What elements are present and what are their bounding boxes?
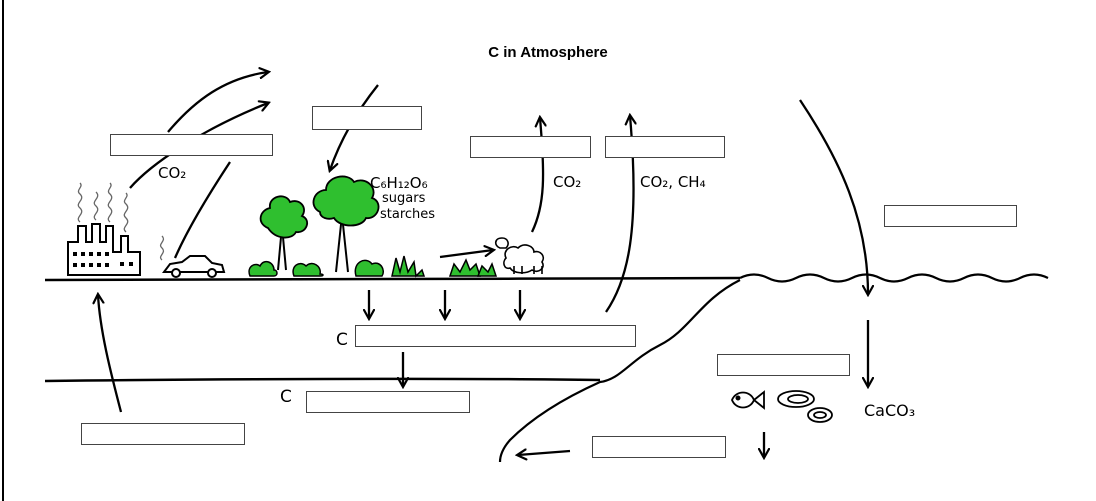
car-icon: [162, 255, 226, 278]
car-emission-arrow: [173, 161, 231, 259]
answer-box-2[interactable]: [312, 106, 422, 130]
factory-emission-arrow: [167, 72, 268, 133]
co2-ch4-label: CO₂, CH₄: [640, 173, 706, 191]
co2-industry-label: CO₂: [158, 164, 186, 182]
glucose-label: C₆H₁₂O₆: [370, 174, 428, 192]
answer-box-4[interactable]: [605, 136, 725, 158]
answer-box-10[interactable]: [592, 436, 726, 458]
shrubs-icon: [248, 255, 498, 278]
starches-label: starches: [380, 207, 435, 222]
ocean-absorption-arrow: [799, 99, 868, 294]
extraction-arrow: [98, 295, 123, 413]
tree-icon-large: [312, 175, 380, 273]
fish-icon: [731, 390, 765, 410]
caco3-label: CaCO₃: [864, 401, 915, 420]
rock-layer-line: [44, 377, 601, 383]
soil-carbon-label: C: [336, 330, 348, 350]
respiration-arrow: [530, 118, 543, 233]
consumption-arrow: [439, 250, 493, 259]
factory-icon: [67, 182, 165, 276]
coastline: [498, 279, 741, 463]
answer-box-6[interactable]: [355, 325, 636, 347]
answer-box-7[interactable]: [717, 354, 850, 376]
shell-icon: [777, 390, 833, 423]
ocean-sediment-arrow: [518, 451, 571, 455]
answer-box-9[interactable]: [81, 423, 245, 445]
diagram-title: C in Atmosphere: [488, 44, 608, 61]
answer-box-1[interactable]: [110, 134, 273, 156]
co2-animal-label: CO₂: [553, 173, 581, 191]
ocean-surface-line: [739, 273, 1049, 283]
ground-line: [44, 276, 741, 282]
answer-box-8[interactable]: [306, 391, 470, 413]
sugars-label: sugars: [382, 191, 426, 206]
answer-box-3[interactable]: [470, 136, 591, 158]
tree-icon-small: [259, 195, 309, 271]
deep-carbon-label: C: [280, 387, 292, 407]
answer-box-5[interactable]: [884, 205, 1017, 227]
sheep-icon: [494, 237, 545, 274]
